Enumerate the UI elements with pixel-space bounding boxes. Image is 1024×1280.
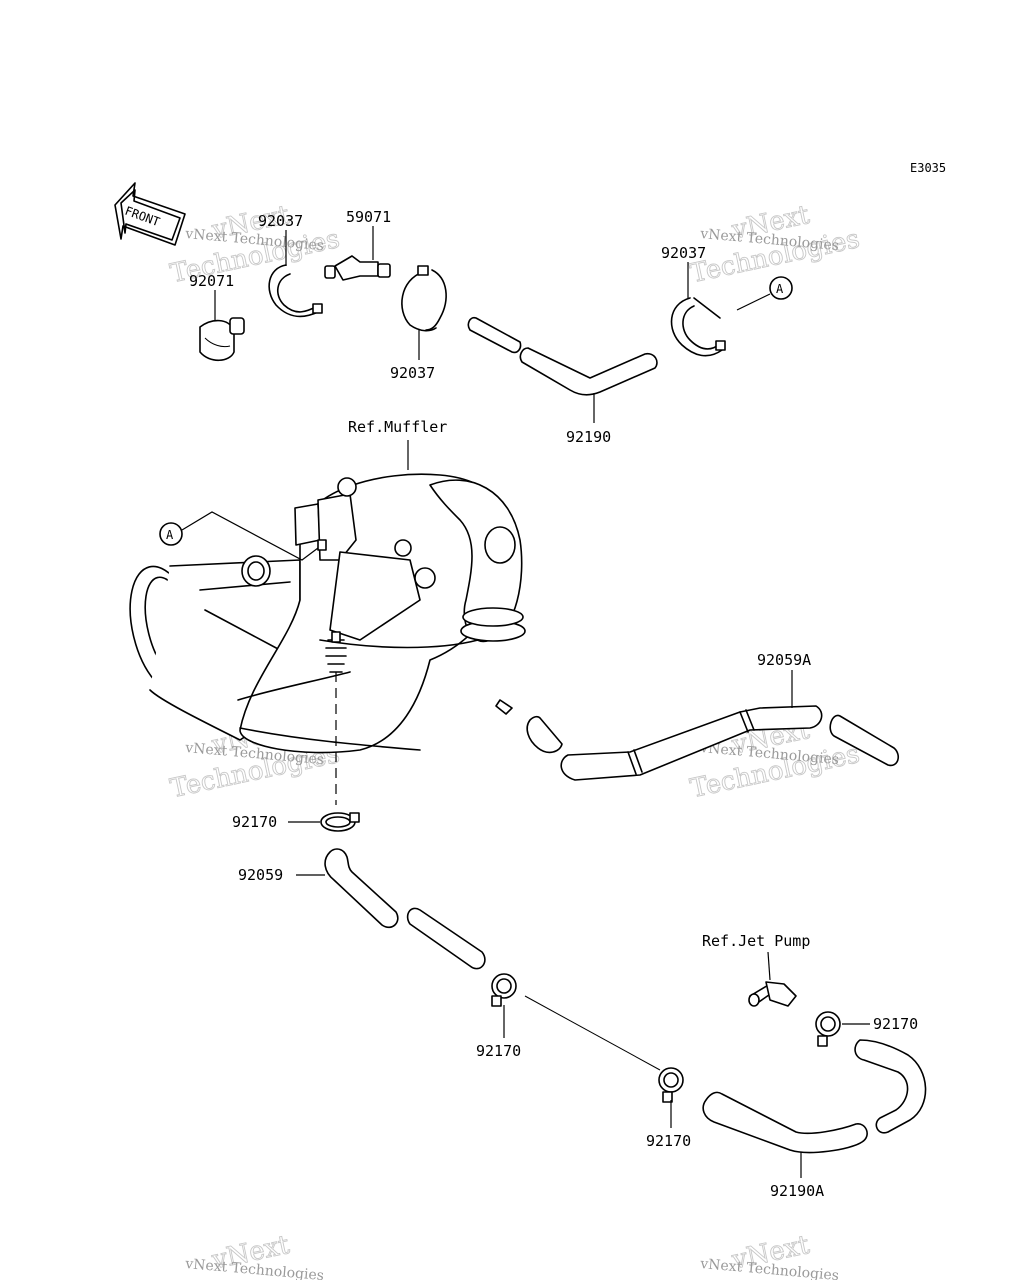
label-92037-right: 92037 xyxy=(661,244,706,262)
clamp-92170-c xyxy=(658,1067,684,1103)
muffler-body xyxy=(129,473,526,754)
label-59071: 59071 xyxy=(346,208,391,226)
label-92170-a: 92170 xyxy=(232,813,277,831)
label-92037-top: 92037 xyxy=(258,212,303,230)
label-92071: 92071 xyxy=(189,272,234,290)
hose-92059A xyxy=(526,705,900,781)
label-92170-b: 92170 xyxy=(476,1042,521,1060)
label-92059: 92059 xyxy=(238,866,283,884)
clamp-92170-a xyxy=(320,812,360,832)
label-92170-c: 92170 xyxy=(646,1132,691,1150)
ref-jet-pump: Ref.Jet Pump xyxy=(702,932,810,950)
label-92037-mid: 92037 xyxy=(390,364,435,382)
diagram-code: E3035 xyxy=(910,161,946,175)
clamp-92037-right xyxy=(670,297,726,357)
cap-92071 xyxy=(199,317,245,362)
label-92190: 92190 xyxy=(566,428,611,446)
ref-circle-a-right: A xyxy=(776,282,784,296)
clamp-92170-d xyxy=(815,1011,841,1047)
clamp-92037-top xyxy=(268,264,323,318)
fitting-59071 xyxy=(324,255,391,281)
hose-92059 xyxy=(324,848,486,970)
hose-92190A xyxy=(702,1039,927,1154)
clamp-92037-mid xyxy=(401,265,447,332)
label-92059A: 92059A xyxy=(757,651,811,669)
label-92190A: 92190A xyxy=(770,1182,824,1200)
hose-92190 xyxy=(467,316,658,396)
jet-pump-fitting xyxy=(748,981,797,1007)
clamp-92170-b xyxy=(491,973,517,1007)
ref-muffler: Ref.Muffler xyxy=(348,418,447,436)
label-92170-d: 92170 xyxy=(873,1015,918,1033)
front-arrow-icon: FRONT xyxy=(114,182,186,246)
ref-circle-a-left: A xyxy=(166,528,174,542)
